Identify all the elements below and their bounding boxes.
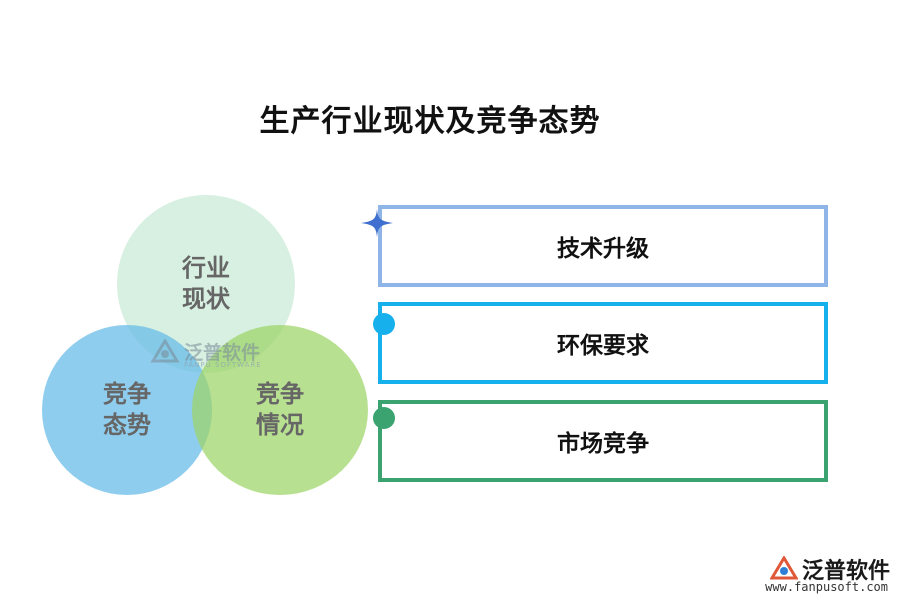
- watermark-brand: 泛普软件: [184, 342, 261, 364]
- blue-dot-icon: [373, 313, 395, 335]
- box-label-tech-upgrade: 技术升级: [557, 236, 649, 262]
- watermark-subtitle: FANPU SOFTWARE: [184, 361, 262, 369]
- page-title: 生产行业现状及竞争态势: [259, 104, 601, 139]
- watermark-logo: 泛普软件: [150, 338, 260, 365]
- box-tech-upgrade: 技术升级: [378, 205, 828, 287]
- sparkle-icon: [360, 208, 394, 242]
- circle-competition-status: 竞争情况: [192, 325, 368, 495]
- footer-url: www.fanpusoft.com: [765, 580, 888, 594]
- box-market-competition: 市场竞争: [378, 400, 828, 482]
- box-environmental-requirements: 环保要求: [378, 302, 828, 384]
- circle-competitive-posture: 竞争态势: [42, 325, 212, 495]
- circle-label-competition-status: 竞争情况: [256, 380, 304, 439]
- fanpu-logo-icon: [150, 338, 180, 362]
- green-dot-icon: [373, 407, 395, 429]
- footer-brand: 泛普软件: [801, 559, 890, 584]
- box-label-environmental-requirements: 环保要求: [557, 333, 649, 359]
- circle-label-industry-status: 行业现状: [182, 254, 230, 313]
- box-label-market-competition: 市场竞争: [557, 431, 649, 457]
- circle-label-competitive-posture: 竞争态势: [103, 380, 151, 439]
- footer-fanpu-logo-icon: [769, 556, 798, 580]
- footer-logo: 泛普软件: [769, 553, 890, 585]
